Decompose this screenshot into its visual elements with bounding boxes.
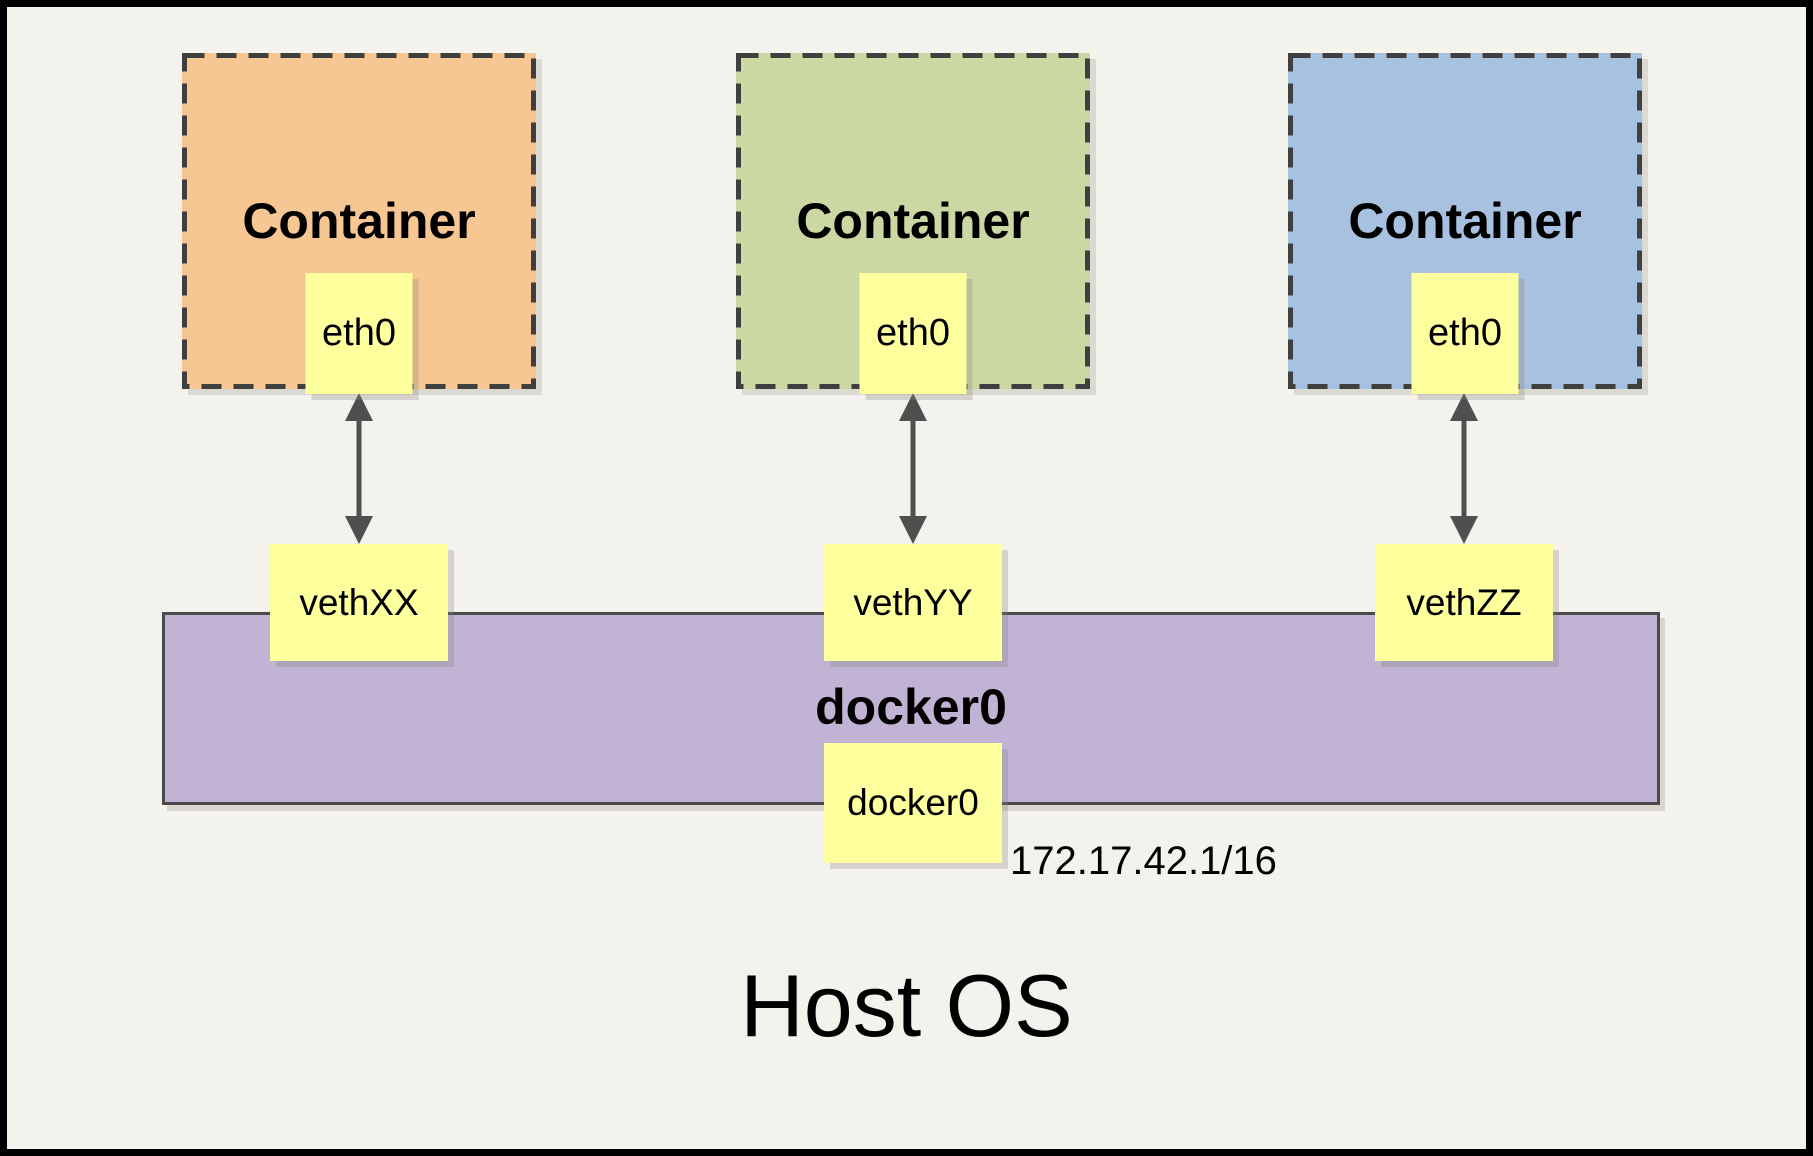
bridge-ip-address: 172.17.42.1/16 bbox=[1010, 839, 1277, 883]
double-arrow-icon bbox=[1450, 393, 1478, 544]
veth-interface-box: vethYY bbox=[824, 544, 1002, 661]
eth0-label: eth0 bbox=[322, 312, 396, 354]
docker0-bridge-label: docker0 bbox=[815, 679, 1007, 735]
container-box-1: Container eth0 bbox=[182, 53, 536, 394]
container-title: Container bbox=[796, 193, 1030, 249]
container-box-2: Container eth0 bbox=[736, 53, 1090, 394]
eth0-label: eth0 bbox=[1428, 312, 1502, 354]
veth-interface-box: vethXX bbox=[270, 544, 448, 661]
eth0-interface-box: eth0 bbox=[859, 273, 967, 394]
veth-label: vethYY bbox=[853, 581, 973, 623]
double-arrow-icon bbox=[345, 393, 373, 544]
double-arrow-icon bbox=[899, 393, 927, 544]
docker0-interface-box: docker0 bbox=[824, 743, 1002, 863]
eth0-interface-box: eth0 bbox=[1411, 273, 1519, 394]
container-title: Container bbox=[242, 193, 476, 249]
docker0-label: docker0 bbox=[847, 782, 979, 823]
container-title: Container bbox=[1348, 193, 1582, 249]
veth-label: vethXX bbox=[299, 581, 419, 623]
veth-interface-box: vethZZ bbox=[1375, 544, 1553, 661]
container-box-3: Container eth0 bbox=[1288, 53, 1642, 394]
eth0-interface-box: eth0 bbox=[305, 273, 413, 394]
eth0-label: eth0 bbox=[876, 312, 950, 354]
veth-label: vethZZ bbox=[1406, 581, 1522, 623]
host-os-label: Host OS bbox=[740, 956, 1073, 1055]
